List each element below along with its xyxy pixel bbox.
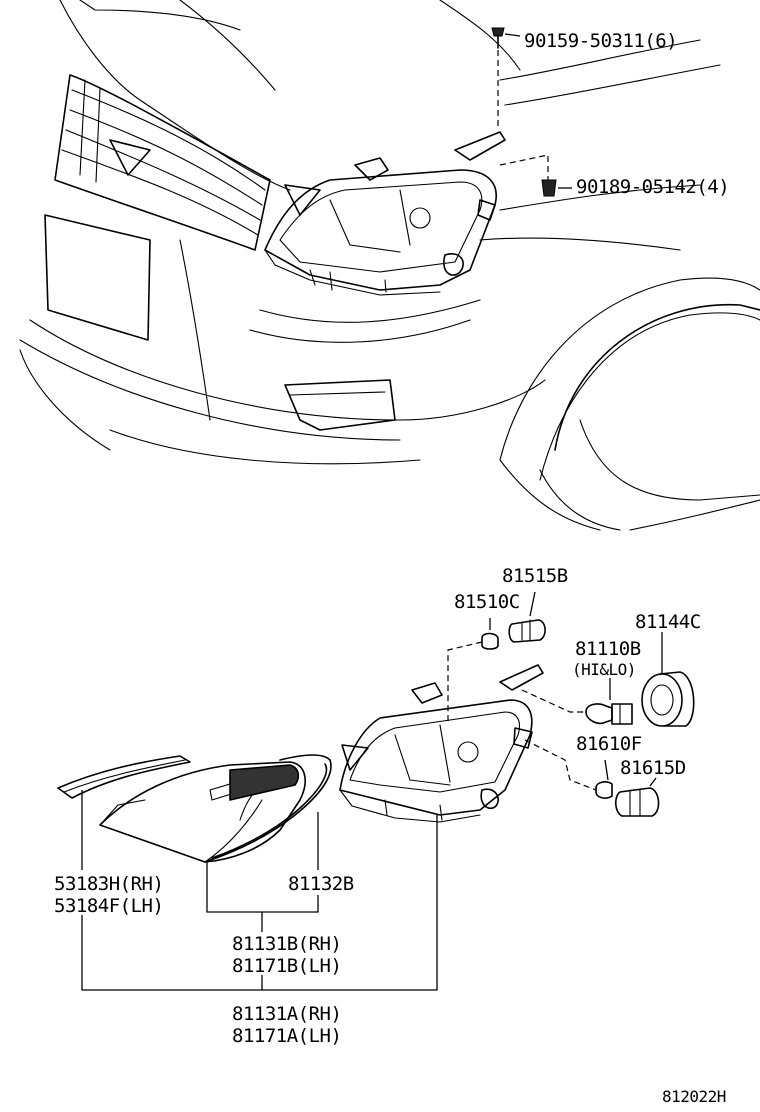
car-front-illustration	[19, 0, 760, 531]
label-clip: 90189-05142(4)	[576, 176, 729, 198]
label-molding-lh: 53184F(LH)	[54, 895, 163, 917]
label-gasket: 81132B	[288, 873, 354, 895]
cap-part	[641, 671, 695, 727]
label-side-socket: 81515B	[502, 565, 568, 587]
headlamp-bulb-part	[585, 703, 633, 725]
fog-socket-part	[614, 787, 660, 817]
clip-part	[541, 179, 557, 197]
side-bulb-part	[481, 632, 499, 650]
label-headlamp-bulb-note: (HI&LO)	[572, 660, 636, 679]
label-lens-lh: 81171B(LH)	[232, 955, 341, 977]
side-socket-part	[508, 619, 546, 643]
screw-part	[491, 27, 505, 49]
label-side-bulb: 81510C	[454, 591, 520, 613]
fog-bulb-part	[595, 781, 613, 799]
gasket-part	[204, 754, 332, 863]
label-fog-socket: 81615D	[620, 757, 686, 779]
label-molding-rh: 53183H(RH)	[54, 873, 163, 895]
figure-code: 812022H	[662, 1087, 726, 1106]
label-assembly-lh: 81171A(LH)	[232, 1025, 341, 1047]
lens-part	[99, 761, 306, 863]
label-headlamp-bulb: 81110B	[575, 638, 641, 660]
exploded-headlamp-view	[57, 591, 695, 991]
label-cap: 81144C	[635, 611, 701, 633]
label-fog-bulb: 81610F	[576, 733, 642, 755]
label-lens-rh: 81131B(RH)	[232, 933, 341, 955]
installed-headlamp	[264, 131, 506, 296]
housing-part	[339, 664, 544, 823]
label-screw: 90159-50311(6)	[524, 30, 677, 52]
molding-part	[57, 755, 191, 799]
label-assembly-rh: 81131A(RH)	[232, 1003, 341, 1025]
